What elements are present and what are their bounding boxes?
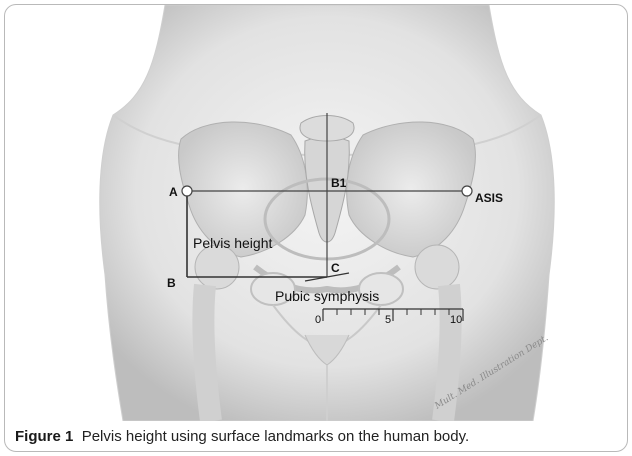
figure-frame: A B B1 C ASIS Pelvis height Pubic symphy… [4,4,628,452]
pelvis-illustration: A B B1 C ASIS Pelvis height Pubic symphy… [5,5,628,421]
point-a-marker [182,186,192,196]
label-pelvis-height: Pelvis height [193,235,272,251]
label-c: C [331,261,340,275]
left-femoral-head [195,245,239,289]
left-femur [203,285,211,421]
label-asis: ASIS [475,191,503,205]
scale-tick-5: 5 [385,314,391,326]
asis-marker [462,186,472,196]
label-pubic-symphysis: Pubic symphysis [275,288,379,304]
scale-tick-0: 0 [315,314,321,326]
scale-tick-10: 10 [450,314,462,326]
caption-label: Figure 1 [15,428,73,445]
label-b1: B1 [331,176,347,190]
right-femoral-head [415,245,459,289]
figure-caption: Figure 1 Pelvis height using surface lan… [15,425,625,449]
label-b: B [167,276,176,290]
label-a: A [169,185,178,199]
caption-text: Pelvis height using surface landmarks on… [82,428,469,445]
